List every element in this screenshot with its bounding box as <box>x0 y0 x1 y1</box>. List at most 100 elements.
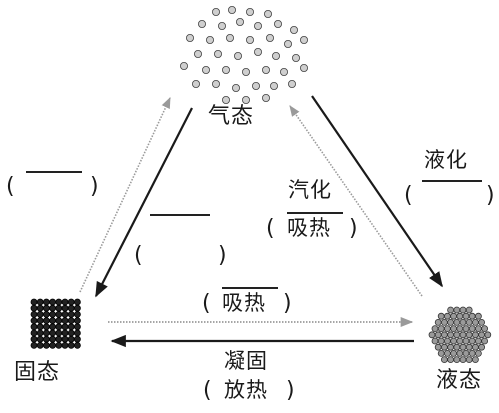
gas-particle <box>227 6 236 14</box>
gas-particle <box>245 7 254 16</box>
liquid-particle <box>450 349 458 357</box>
solid-particle <box>67 335 75 343</box>
solid-particle <box>67 329 75 337</box>
liquid-particle <box>443 337 451 345</box>
liquefaction-open-paren: ( <box>404 183 413 208</box>
gas-particle <box>221 96 230 105</box>
melting-open-paren: ( <box>202 291 211 316</box>
solid-particle <box>55 341 63 349</box>
liquid-particle <box>468 312 476 320</box>
liquid-particle <box>440 331 448 339</box>
solid-particle <box>36 298 44 306</box>
solid-particle <box>30 329 38 337</box>
liquid-particle <box>459 331 467 339</box>
gas-particle <box>217 21 226 30</box>
liquid-particle <box>437 349 445 357</box>
liquefaction-label: 液化 <box>424 148 468 172</box>
liquid-particle <box>443 325 451 333</box>
solid-particle <box>49 335 56 343</box>
liquid-particle <box>478 343 486 351</box>
liquid-particle <box>459 318 467 326</box>
liquid-particle <box>459 343 467 351</box>
vaporization-heat-label: 吸热 <box>287 216 331 240</box>
gas-particle <box>269 82 278 91</box>
gas-particle <box>271 52 280 61</box>
solid-particle <box>43 310 50 318</box>
solid-particle <box>36 317 44 325</box>
solid-particle <box>36 329 44 337</box>
solid-particle <box>74 335 81 343</box>
solid-particle <box>43 317 50 325</box>
gas-particle <box>289 25 298 34</box>
solid-particle <box>49 329 56 337</box>
liquid-particle <box>456 349 464 357</box>
gas-particle <box>299 36 308 45</box>
solidification-close-paren: ) <box>286 378 295 403</box>
gas-particle <box>233 52 242 61</box>
solid-particle <box>61 304 69 312</box>
solid-particle <box>74 341 81 349</box>
liquid-particle <box>462 337 470 345</box>
solid-particle <box>67 323 75 331</box>
solid-particle <box>30 335 38 343</box>
gas-particle <box>231 84 240 93</box>
liquid-particle <box>434 331 442 339</box>
desublimation-open-paren: ( <box>134 243 143 268</box>
solid-particle <box>61 298 69 306</box>
liquid-particle <box>484 331 492 339</box>
liquid-particle <box>453 306 461 314</box>
liquid-particle <box>447 318 455 326</box>
solid-particle <box>49 304 56 312</box>
liquid-label: 液态 <box>436 368 483 393</box>
solid-particle <box>74 310 81 318</box>
liquid-particle <box>471 318 479 326</box>
solid-particle <box>74 317 81 325</box>
solid-particles <box>30 298 81 349</box>
vaporization-arrow <box>289 105 423 297</box>
vaporization-close-paren: ) <box>349 216 358 241</box>
gas-particle <box>265 34 274 43</box>
solid-particle <box>55 335 63 343</box>
liquid-particle <box>471 343 479 351</box>
liquid-particle <box>468 349 476 357</box>
gas-particle <box>245 36 254 45</box>
melting-heat-label: 吸热 <box>222 291 266 315</box>
gas-particle <box>283 40 292 49</box>
liquid-particle <box>465 318 473 326</box>
solid-label: 固态 <box>14 360 61 385</box>
liquid-particle <box>468 325 476 333</box>
solid-particle <box>67 310 75 318</box>
desublimation-arrow <box>95 107 193 298</box>
gas-particle <box>225 34 234 43</box>
gas-particle <box>299 64 308 73</box>
solid-particle <box>49 323 56 331</box>
gas-particle <box>201 66 210 75</box>
liquid-particle <box>450 312 458 320</box>
melting-close-paren: ) <box>283 291 292 316</box>
solid-particle <box>43 329 50 337</box>
liquid-particle <box>431 325 439 333</box>
solid-particle <box>30 304 38 312</box>
liquid-particle <box>462 312 470 320</box>
sublimation-open-paren: ( <box>6 174 15 199</box>
liquid-particle <box>431 337 439 345</box>
liquid-particle <box>465 331 473 339</box>
gas-particle <box>261 66 270 75</box>
liquid-particle <box>447 356 455 364</box>
gas-particles <box>179 6 308 105</box>
gas-label: 气态 <box>208 104 255 129</box>
gas-particle <box>193 50 202 59</box>
solid-particle <box>61 335 69 343</box>
vaporization-underline <box>287 212 343 214</box>
liquid-particle <box>447 306 455 314</box>
solid-particle <box>67 304 75 312</box>
solid-particle <box>55 310 63 318</box>
liquid-particle <box>456 325 464 333</box>
liquid-particle <box>468 337 476 345</box>
solid-particle <box>55 329 63 337</box>
liquid-particle <box>443 312 451 320</box>
liquid-particle <box>456 312 464 320</box>
gas-particle <box>263 9 272 18</box>
solid-particle <box>61 310 69 318</box>
gas-particle <box>291 54 300 63</box>
